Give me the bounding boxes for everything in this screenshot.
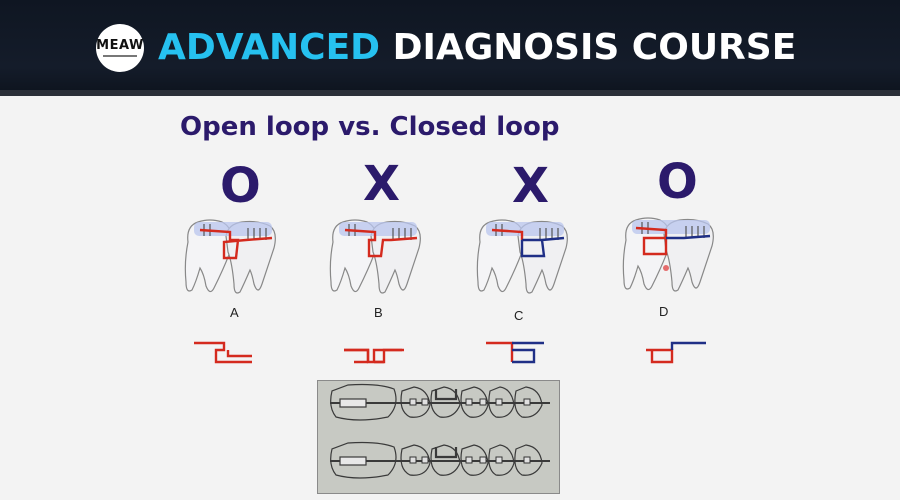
logo-underline bbox=[103, 55, 137, 57]
course-title: ADVANCED DIAGNOSIS COURSE bbox=[158, 22, 796, 74]
loop-symbol-d bbox=[646, 341, 706, 364]
caption-d: D bbox=[659, 304, 669, 319]
caption-c: C bbox=[514, 308, 524, 323]
title-accent: ADVANCED bbox=[158, 27, 381, 68]
mark-a: O bbox=[220, 158, 261, 214]
title-rest: DIAGNOSIS COURSE bbox=[392, 27, 797, 68]
loop-symbol-b bbox=[344, 348, 404, 364]
mark-c: X bbox=[512, 158, 550, 214]
meaw-logo: MEAW bbox=[96, 24, 144, 72]
tooth-diagram-c bbox=[476, 219, 568, 294]
caption-a: A bbox=[230, 305, 239, 320]
banner-divider bbox=[0, 90, 900, 96]
loop-symbol-a bbox=[194, 341, 252, 364]
tooth-diagram-d bbox=[622, 217, 714, 292]
mark-d: O bbox=[657, 154, 698, 210]
tooth-diagram-a bbox=[184, 219, 276, 294]
arch-wire-scan-image bbox=[317, 380, 560, 494]
tooth-diagram-b bbox=[329, 219, 421, 294]
loop-symbol-c bbox=[486, 341, 544, 364]
slide-title: Open loop vs. Closed loop bbox=[180, 112, 560, 142]
logo-text: MEAW bbox=[96, 38, 144, 53]
caption-b: B bbox=[374, 305, 383, 320]
header-banner: MEAW ADVANCED DIAGNOSIS COURSE bbox=[0, 0, 900, 96]
mark-b: X bbox=[363, 156, 401, 212]
arch-sketch bbox=[330, 383, 550, 479]
